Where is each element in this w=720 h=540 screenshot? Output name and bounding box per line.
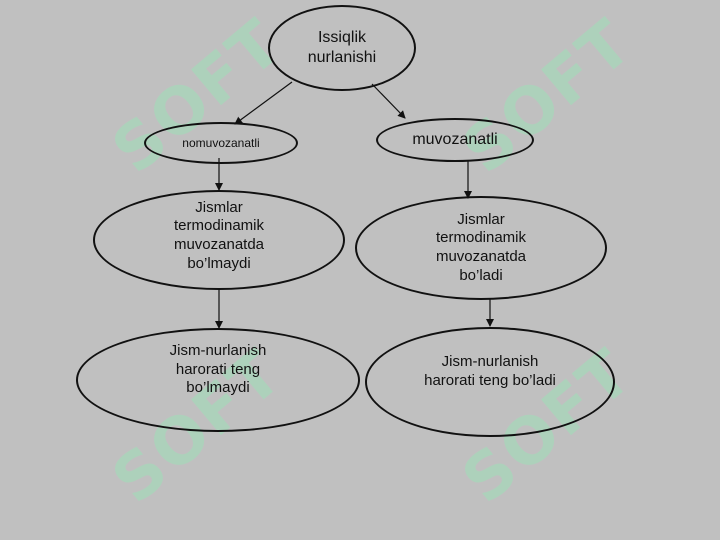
right-branch-label: muvozanatli (412, 131, 498, 148)
left-mid-label: Jismlar termodinamik muvozanatda bo’lmay… (173, 198, 265, 272)
right-bottom-node: Jism-nurlanish harorati teng bo’ladi (365, 327, 615, 437)
root-node: Issiqlik nurlanishi (268, 5, 416, 91)
left-branch-label: nomuvozanatli (182, 135, 260, 150)
right-bottom-label: Jism-nurlanish harorati teng bo’ladi (424, 353, 556, 389)
left-bottom-node: Jism-nurlanish harorati teng bo’lmaydi (76, 328, 360, 432)
right-branch-node: muvozanatli (376, 118, 534, 162)
root-node-label: Issiqlik nurlanishi (307, 29, 377, 66)
right-mid-label: Jismlar termodinamik muvozanatda bo’ladi (435, 210, 527, 284)
left-bottom-label: Jism-nurlanish harorati teng bo’lmaydi (169, 341, 267, 397)
right-mid-node: Jismlar termodinamik muvozanatda bo’ladi (355, 196, 607, 300)
left-branch-node: nomuvozanatli (144, 122, 298, 164)
left-mid-node: Jismlar termodinamik muvozanatda bo’lmay… (93, 190, 345, 290)
arrow-root-to-right (371, 83, 406, 119)
arrow-root-to-left (234, 81, 293, 125)
